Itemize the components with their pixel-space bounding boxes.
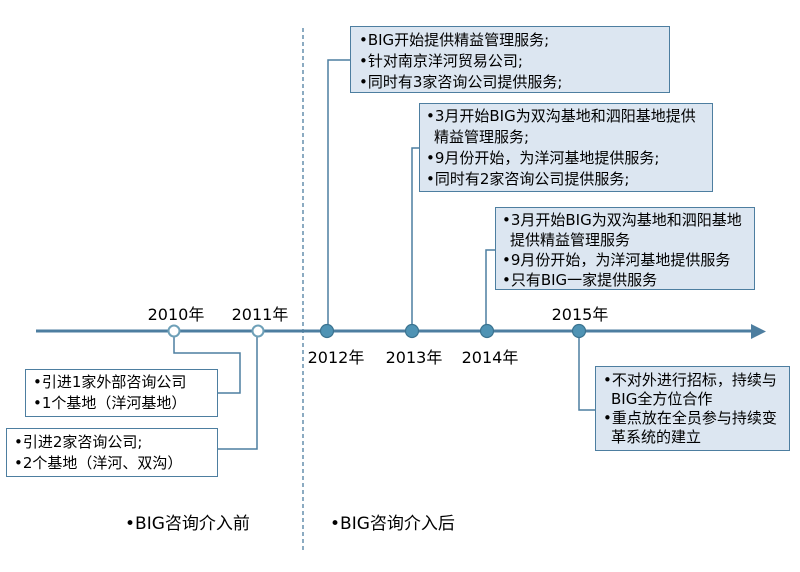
year-label-2011: 2011年 [231,305,289,324]
connector-2014 [485,249,495,325]
year-label-2010: 2010年 [147,305,205,324]
connector-2013 [411,147,419,325]
callout-2013-item: •3月开始BIG为双沟基地和泗阳基地提供精益管理服务; [426,107,696,146]
callout-2013: •3月开始BIG为双沟基地和泗阳基地提供精益管理服务; •9月份开始，为洋河基地… [419,103,713,192]
callout-2014-item: •只有BIG一家提供服务 [502,271,658,289]
callout-2013-item: •9月份开始，为洋河基地提供服务; [426,149,660,167]
axis-arrowhead-icon [751,324,766,339]
callout-2011-item: •2个基地（洋河、双沟） [14,454,183,472]
marker-2012-filled [319,323,335,339]
callout-2015: •不对外进行招标，持续与BIG全方位合作 •重点放在全员参与持续变革系统的建立 [595,366,790,451]
callout-2012-item: •针对南京洋河贸易公司; [359,52,523,70]
phase-label-before-big: •BIG咨询介入前 [125,514,250,534]
marker-2010-open [167,324,181,338]
marker-2011-open [251,324,265,338]
callout-2010-item: •1个基地（洋河基地） [33,394,187,412]
year-label-2015: 2015年 [551,305,609,324]
callout-2012-item: •同时有3家咨询公司提供服务; [359,73,563,91]
callout-2012: •BIG开始提供精益管理服务; •针对南京洋河贸易公司; •同时有3家咨询公司提… [350,26,670,93]
callout-2012-item: •BIG开始提供精益管理服务; [359,31,550,49]
phase-label-after-big: •BIG咨询介入后 [330,514,455,534]
callout-2011: •引进2家咨询公司; •2个基地（洋河、双沟） [6,428,218,477]
year-label-2012: 2012年 [307,348,365,367]
marker-2015-filled [571,323,587,339]
year-label-2014: 2014年 [461,348,519,367]
marker-2013-filled [404,323,420,339]
callout-2014: •3月开始BIG为双沟基地和泗阳基地提供精益管理服务 •9月份开始，为洋河基地提… [495,207,755,290]
year-label-2013: 2013年 [385,348,443,367]
callout-2014-item: •3月开始BIG为双沟基地和泗阳基地提供精益管理服务 [502,211,742,249]
callout-2013-item: •同时有2家咨询公司提供服务; [426,170,630,188]
callout-2015-item: •重点放在全员参与持续变革系统的建立 [603,409,777,446]
callout-2014-item: •9月份开始，为洋河基地提供服务 [502,251,731,269]
connector-2015 [578,338,595,411]
connector-2011 [218,337,258,450]
callout-2015-item: •不对外进行招标，持续与BIG全方位合作 [603,371,777,408]
callout-2010: •引进1家外部咨询公司 •1个基地（洋河基地） [25,369,218,417]
connector-2010 [173,337,241,394]
callout-2011-item: •引进2家咨询公司; [14,433,143,451]
callout-2010-item: •引进1家外部咨询公司 [33,373,187,391]
connector-2012 [327,59,350,325]
marker-2014-filled [479,323,495,339]
